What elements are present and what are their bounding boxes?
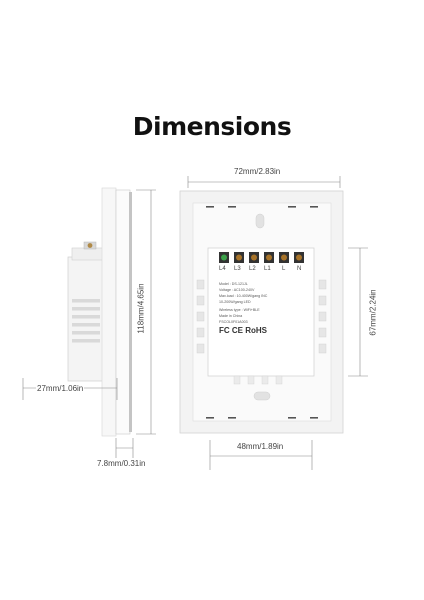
spec-origin: Made in China: [219, 314, 243, 318]
height-dimension-label: 118mm/4.65in: [136, 283, 146, 334]
terminal-screws: [219, 252, 304, 263]
terminal-label-n: N: [297, 266, 302, 272]
spec-max-load-led: 10-200W/gang LED: [219, 300, 251, 304]
certification-marks: FC CE RoHS: [219, 326, 267, 335]
module-height-dimension-label: 67mm/2.24in: [368, 289, 378, 336]
width-dimension-label: 72mm/2.83in: [234, 167, 281, 176]
terminal-label-l1: L1: [264, 266, 271, 272]
depth-dimension-label: 27mm/1.06in: [36, 384, 85, 393]
spec-wireless: Wireless type : WiFi+BLE: [219, 308, 260, 312]
terminal-label-l4: L4: [219, 266, 226, 272]
page-title: Dimensions: [132, 112, 292, 141]
side-view: [67, 187, 132, 437]
back-view: [179, 190, 344, 434]
terminal-label-l: L: [282, 266, 286, 272]
spec-code: FSCOL0F01A003: [219, 320, 248, 324]
terminal-label-l3: L3: [234, 266, 241, 272]
spec-model: Model : DS-121JL: [219, 282, 248, 286]
spec-max-load: Max.load : 10-400W/gang INC: [219, 294, 268, 298]
module-width-dimension-label: 48mm/1.89in: [237, 442, 284, 451]
thickness-dimension-label: 7.8mm/0.31in: [97, 459, 146, 468]
terminal-label-l2: L2: [249, 266, 256, 272]
spec-voltage: Voltage : AC100-240V: [219, 288, 255, 292]
